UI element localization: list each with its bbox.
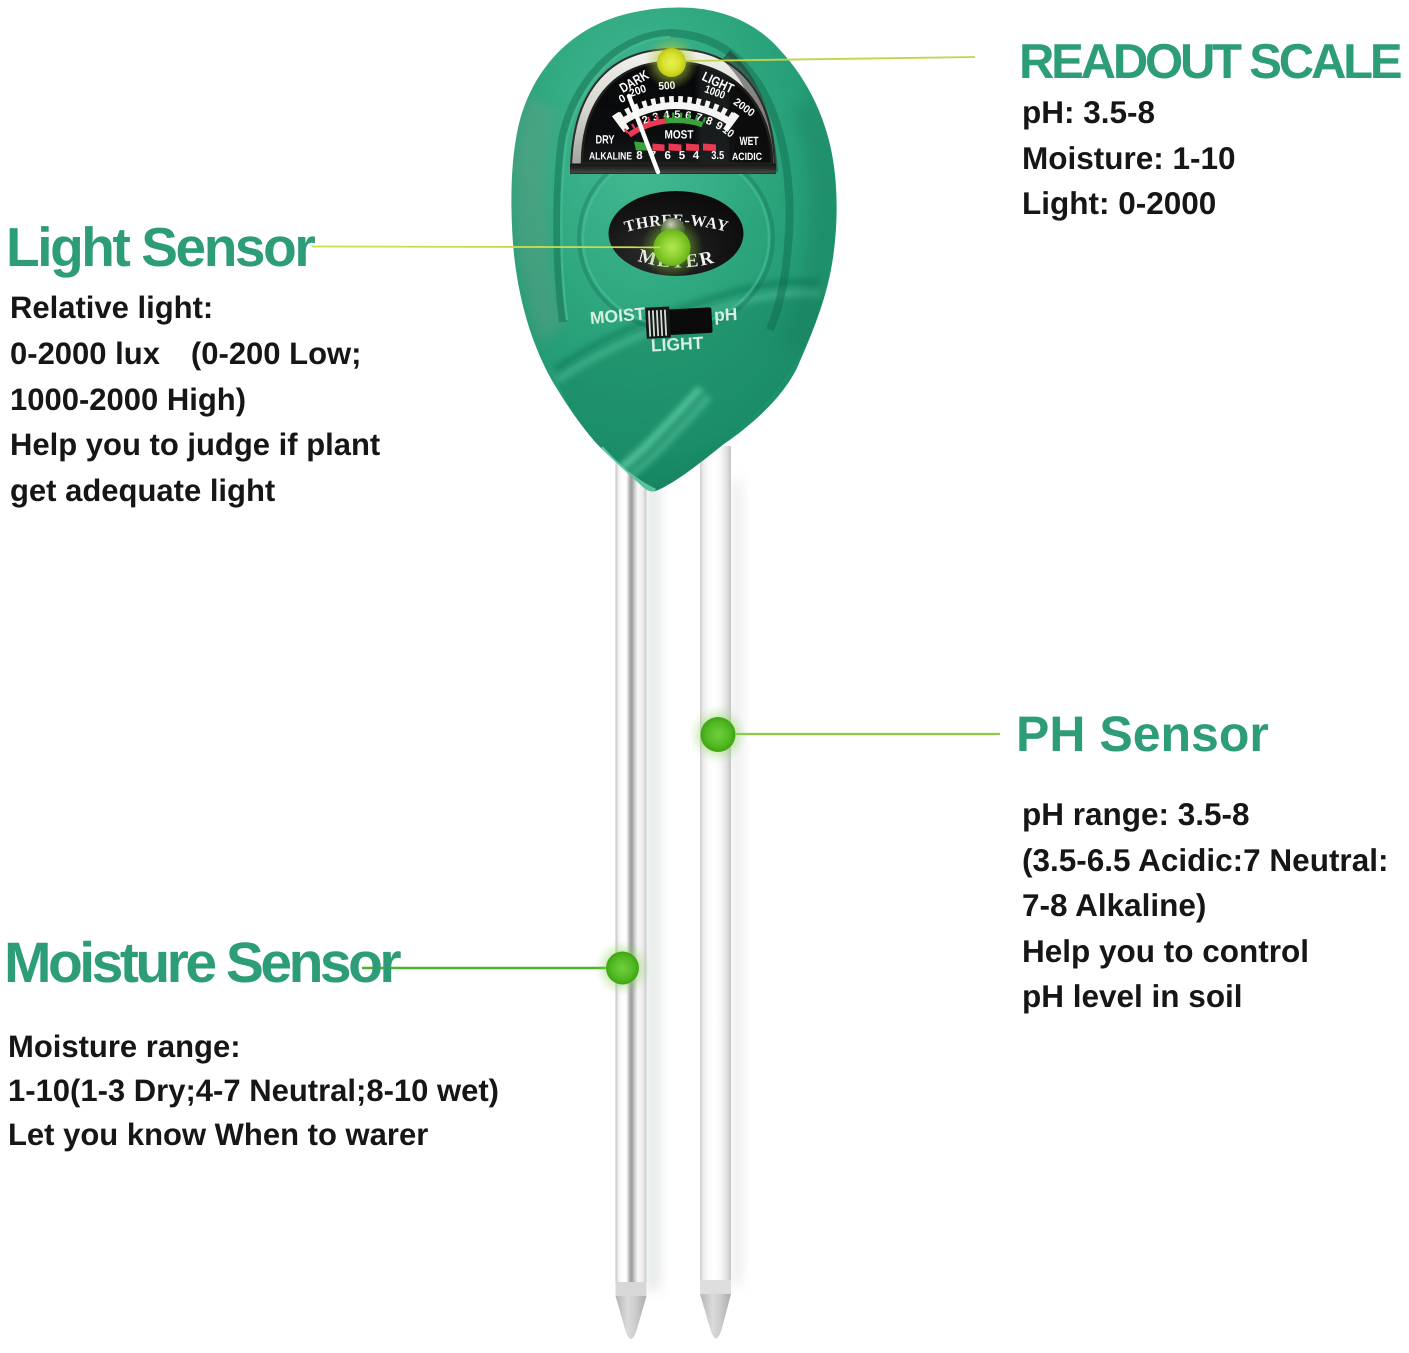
svg-text:9: 9 [713, 120, 724, 133]
svg-text:2: 2 [640, 114, 650, 127]
svg-text:3: 3 [651, 111, 660, 124]
svg-text:DRY: DRY [596, 133, 615, 147]
svg-text:7: 7 [694, 111, 703, 124]
svg-text:200: 200 [628, 83, 648, 100]
svg-text:0: 0 [617, 92, 628, 105]
svg-text:4: 4 [663, 109, 671, 122]
svg-text:LIGHT: LIGHT [650, 333, 704, 356]
svg-text:4: 4 [693, 150, 700, 162]
svg-text:3.5: 3.5 [711, 150, 724, 162]
svg-text:ALKALINE: ALKALINE [589, 151, 632, 163]
svg-text:5: 5 [674, 109, 680, 121]
svg-text:MOST: MOST [665, 128, 695, 142]
svg-text:ACIDIC: ACIDIC [732, 151, 762, 163]
svg-text:5: 5 [679, 150, 686, 162]
svg-text:WET: WET [740, 134, 759, 148]
svg-text:8: 8 [636, 150, 643, 162]
svg-text:8: 8 [704, 115, 714, 128]
svg-text:MOIST: MOIST [589, 303, 646, 328]
svg-text:6: 6 [664, 150, 670, 162]
svg-text:pH: pH [714, 304, 738, 325]
